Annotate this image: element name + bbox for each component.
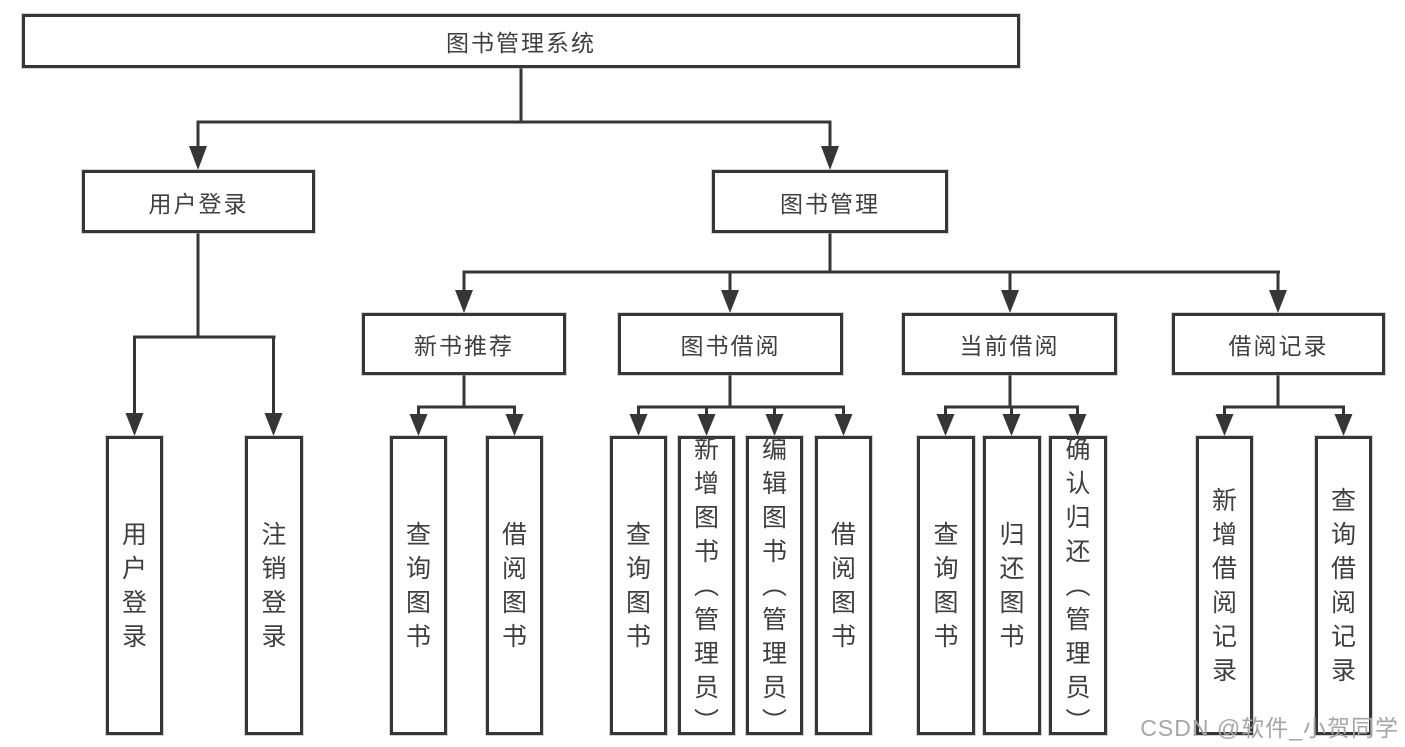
node-current-borrow: 当前借阅 xyxy=(902,313,1117,375)
node-label: 新书推荐 xyxy=(414,333,514,359)
leaf-user-login: 用户登录 xyxy=(106,436,163,735)
leaf-label: 用户登录 xyxy=(121,520,147,651)
leaf-label: 新增图书︵管理员︶ xyxy=(693,435,719,736)
leaf-borrow-query-book: 查询图书 xyxy=(610,436,667,735)
node-label: 图书借阅 xyxy=(680,333,781,359)
node-user-login: 用户登录 xyxy=(82,170,315,233)
node-label: 用户登录 xyxy=(148,190,249,217)
arrowheads xyxy=(125,146,1353,436)
node-label: 借阅记录 xyxy=(1228,333,1329,359)
node-new-book-recommend: 新书推荐 xyxy=(362,313,566,375)
node-root-system: 图书管理系统 xyxy=(22,14,1020,68)
leaf-current-query-book: 查询图书 xyxy=(917,436,975,735)
leaf-current-return-book: 归还图书 xyxy=(983,436,1041,735)
leaf-label: 确认归还︵管理员︶ xyxy=(1065,435,1091,736)
leaf-label: 查询图书 xyxy=(625,520,651,651)
node-label: 当前借阅 xyxy=(959,333,1060,359)
leaf-label: 注销登录 xyxy=(261,520,287,651)
leaf-newrec-borrow-book: 借阅图书 xyxy=(486,436,543,735)
leaf-current-confirm-return-admin: 确认归还︵管理员︶ xyxy=(1049,436,1107,736)
leaf-records-add-record: 新增借阅记录 xyxy=(1196,436,1253,735)
leaf-label: 借阅图书 xyxy=(501,520,527,651)
leaf-label: 查询借阅记录 xyxy=(1330,486,1356,685)
leaf-label: 查询图书 xyxy=(933,520,959,651)
leaf-label: 查询图书 xyxy=(405,520,431,651)
leaf-borrow-add-book-admin: 新增图书︵管理员︶ xyxy=(678,436,735,736)
node-book-management: 图书管理 xyxy=(712,170,948,233)
leaf-logout: 注销登录 xyxy=(245,436,303,735)
node-label: 图书管理 xyxy=(780,190,880,217)
leaf-label: 借阅图书 xyxy=(830,520,856,651)
leaf-newrec-query-book: 查询图书 xyxy=(390,436,447,735)
leaf-borrow-borrow-book: 借阅图书 xyxy=(815,436,872,735)
leaf-label: 编辑图书︵管理员︶ xyxy=(761,435,787,736)
node-label: 图书管理系统 xyxy=(446,30,596,56)
leaf-borrow-edit-book-admin: 编辑图书︵管理员︶ xyxy=(746,436,803,736)
csdn-watermark: CSDN @软件_小贺同学 xyxy=(1140,715,1399,741)
node-book-borrow: 图书借阅 xyxy=(618,313,843,375)
leaf-records-query-record: 查询借阅记录 xyxy=(1315,436,1372,735)
node-borrow-records: 借阅记录 xyxy=(1172,313,1385,375)
leaf-label: 新增借阅记录 xyxy=(1211,486,1237,685)
leaf-label: 归还图书 xyxy=(999,520,1025,651)
